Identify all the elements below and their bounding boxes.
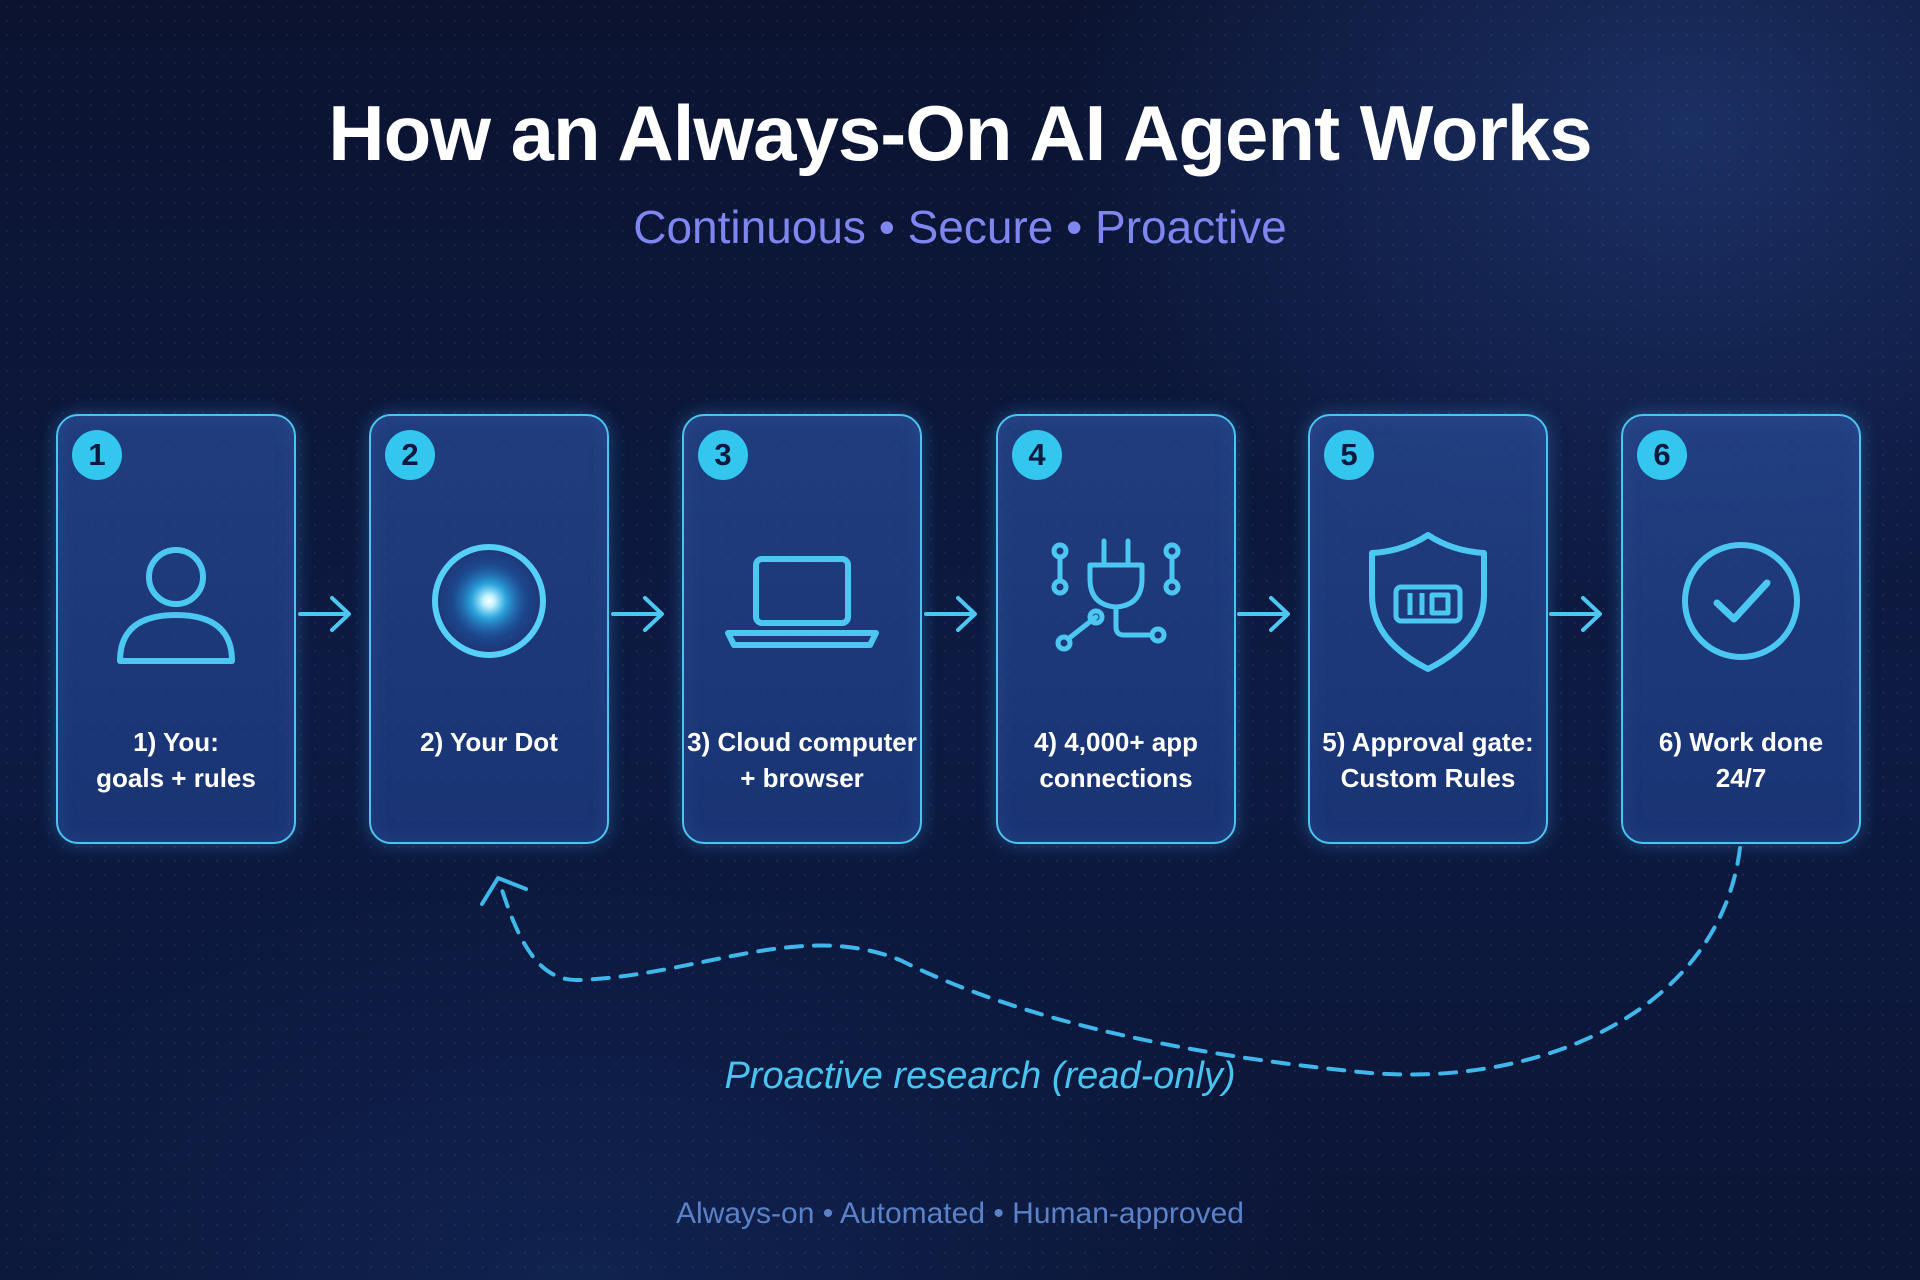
step-card-1: 1 1) You: goals + rules	[56, 414, 296, 844]
flow-arrow-icon	[924, 596, 977, 632]
user-icon	[117, 547, 235, 664]
step-label: 4) 4,000+ app connections	[1033, 727, 1199, 793]
step-number-badge: 1	[72, 430, 122, 480]
step-label: 2) Your Dot	[420, 727, 558, 757]
step-label: 5) Approval gate: Custom Rules	[1322, 727, 1534, 793]
flow-arrow-icon	[1237, 596, 1290, 632]
step-card-4: 4 4) 4,000+ app connections	[996, 414, 1236, 844]
shield-icon	[1369, 532, 1487, 672]
laptop-icon	[725, 556, 879, 648]
glowing-dot-icon	[432, 544, 546, 658]
footer-tagline: Always-on • Automated • Human-approved	[676, 1197, 1244, 1230]
step-number-badge: 2	[385, 430, 435, 480]
step-card-6: 6 6) Work done 24/7	[1621, 414, 1861, 844]
step-card-5: 5 5) Approval gate: Custom Rules	[1308, 414, 1548, 844]
loop-caption: Proactive research (read-only)	[724, 1055, 1236, 1097]
flow-arrow-icon	[1549, 596, 1602, 632]
step-card-2: 2 2) Your Dot	[369, 414, 609, 844]
step-card-3: 3 3) Cloud computer + browser	[682, 414, 922, 844]
step-number-badge: 6	[1637, 430, 1687, 480]
flow-arrow-icon	[611, 596, 664, 632]
step-label: 1) You: goals + rules	[96, 727, 256, 793]
page-title: How an Always-On AI Agent Works	[328, 89, 1592, 177]
plug-circuit-icon	[1051, 538, 1181, 652]
flow-arrow-icon	[298, 596, 351, 632]
step-label: 6) Work done 24/7	[1658, 727, 1824, 793]
step-number-badge: 5	[1324, 430, 1374, 480]
checkmark-circle-icon	[1682, 542, 1800, 660]
step-number-badge: 3	[698, 430, 748, 480]
step-number-badge: 4	[1012, 430, 1062, 480]
page-subtitle: Continuous • Secure • Proactive	[633, 201, 1287, 253]
step-label: 3) Cloud computer + browser	[687, 727, 917, 793]
